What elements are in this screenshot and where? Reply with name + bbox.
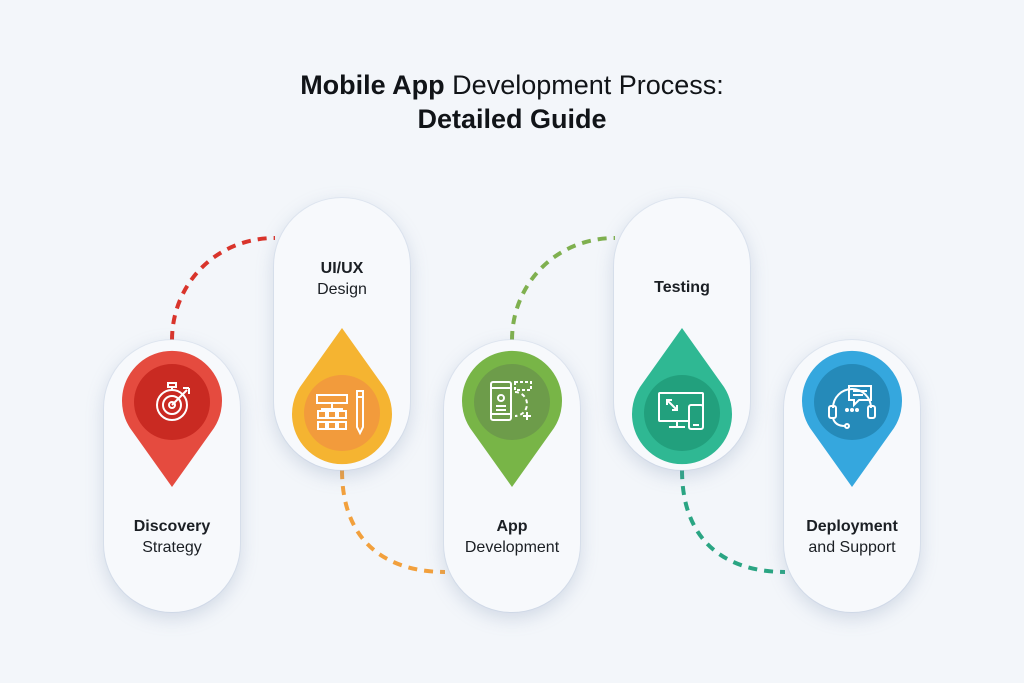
step-label-deploy: Deployment and Support [772, 516, 932, 558]
step-subtitle: Strategy [142, 539, 202, 556]
pin-deploy [802, 350, 902, 487]
step-label-uiux: UI/UX Design [262, 258, 422, 300]
step-title: App [496, 518, 528, 535]
headset-chat-icon [828, 385, 876, 429]
page-title: Mobile App Development Process: Detailed… [0, 68, 1024, 136]
step-title: Discovery [133, 518, 211, 535]
step-title: Testing [654, 279, 710, 296]
step-subtitle: Development [464, 539, 560, 556]
step-subtitle: Design [317, 281, 367, 298]
step-label-testing: Testing [602, 277, 762, 298]
wireframe-pen-icon [316, 390, 364, 436]
pin-testing [632, 328, 732, 465]
connector-testing-deploy [680, 469, 786, 574]
step-label-appdev: App Development [432, 516, 592, 558]
step-label-discovery: Discovery Strategy [92, 516, 252, 558]
pin-discovery [122, 350, 223, 487]
step-title: UI/UX [320, 260, 364, 277]
title-line2: Detailed Guide [417, 104, 607, 134]
monitor-phone-icon [658, 392, 704, 430]
connector-appdev-testing [510, 236, 616, 341]
connector-discovery-uiux [170, 236, 276, 341]
step-title: Deployment [806, 518, 898, 535]
pin-appdev [462, 350, 562, 487]
title-bold: Mobile App [300, 70, 445, 100]
phone-gear-icon [490, 381, 532, 421]
step-subtitle: and Support [808, 539, 896, 556]
pin-uiux [292, 328, 392, 465]
connector-uiux-appdev [340, 469, 446, 574]
target-stopwatch-icon [156, 382, 190, 421]
title-light: Development Process: [444, 70, 724, 100]
